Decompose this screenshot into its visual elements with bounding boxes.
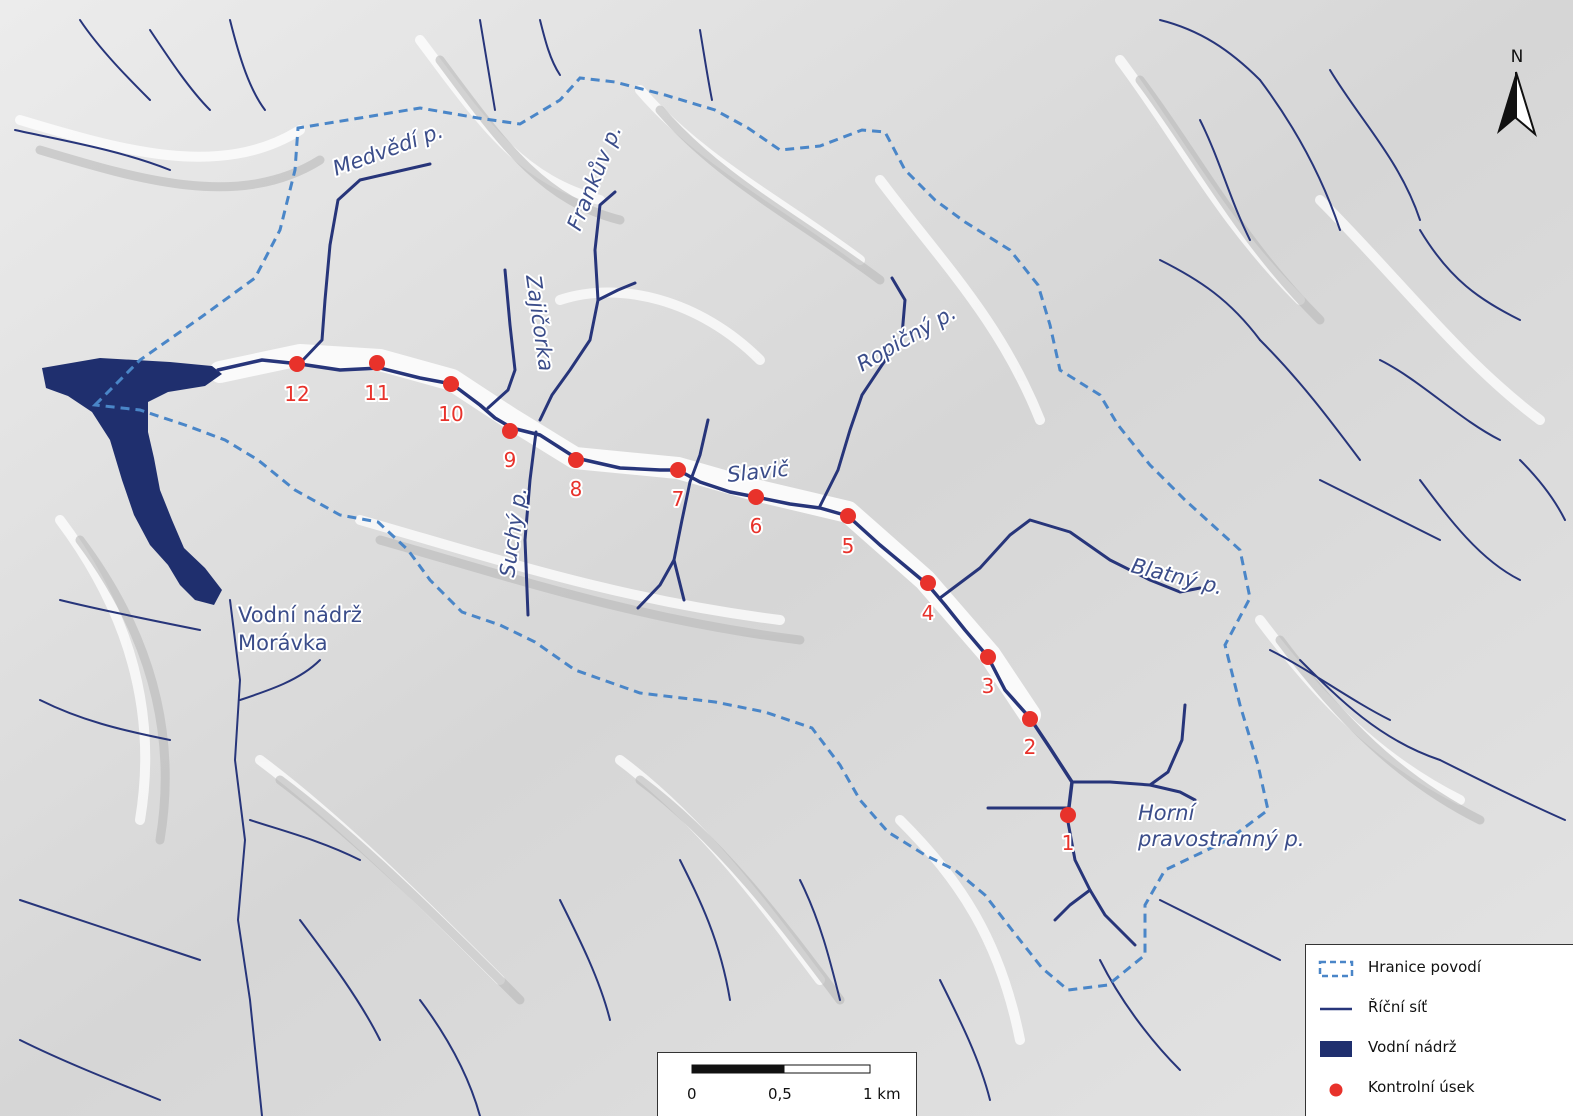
legend-label-boundary: Hranice povodí <box>1368 958 1481 976</box>
checkpoint-6[interactable] <box>748 489 764 505</box>
checkpoint-11[interactable] <box>369 355 385 371</box>
label-horni-line1: Horní <box>1138 801 1198 825</box>
checkpoint-4[interactable] <box>920 575 936 591</box>
stream-medvedi <box>301 162 432 362</box>
checkpoint-10[interactable] <box>443 376 459 392</box>
reservoir-moravka <box>42 358 222 605</box>
checkpoint-2[interactable] <box>1022 711 1038 727</box>
river-network-catchment <box>301 162 1202 947</box>
checkpoint-label-7: 7 <box>672 487 685 511</box>
stream-zajicorka <box>486 268 517 410</box>
label-reservoir-line1: Vodní nádrž <box>238 603 362 627</box>
checkpoint-12[interactable] <box>289 356 305 372</box>
stream-7-branch <box>672 558 686 602</box>
checkpoint-label-11: 11 <box>364 381 389 405</box>
stream-7-upper <box>688 418 710 484</box>
stream-upper-1-spur <box>1053 888 1092 922</box>
checkpoint-label-3: 3 <box>982 674 995 698</box>
legend-item-checkpoint: Kontrolní úsek <box>1306 1073 1573 1103</box>
reservoir-label: Vodní nádrž Morávka <box>236 601 364 657</box>
scale-bar-graphic <box>691 1064 871 1074</box>
map-legend: Hranice povodí Říční síť Vodní nádrž Kon… <box>1305 944 1573 1116</box>
stream-horni-branch <box>1148 783 1197 802</box>
scale-bar: 0 0,5 1 km <box>657 1052 917 1116</box>
checkpoint-8[interactable] <box>568 452 584 468</box>
legend-item-boundary: Hranice povodí <box>1306 953 1573 983</box>
river-network-background <box>14 19 1566 1116</box>
north-arrow-icon: N <box>1493 44 1539 140</box>
scale-label-0: 0 <box>687 1085 697 1103</box>
label-reservoir-line2: Morávka <box>238 631 328 655</box>
stream-suchy <box>523 430 538 617</box>
checkpoint-label-4: 4 <box>922 601 935 625</box>
checkpoint-label-1: 1 <box>1062 831 1075 855</box>
checkpoint-7[interactable] <box>670 462 686 478</box>
legend-label-checkpoint: Kontrolní úsek <box>1368 1078 1475 1096</box>
checkpoint-label-10: 10 <box>438 402 463 426</box>
checkpoint-5[interactable] <box>840 508 856 524</box>
stream-blatny <box>938 518 1202 600</box>
checkpoint-symbol-icon <box>1329 1083 1343 1097</box>
stream-frankuv-branch <box>596 281 637 302</box>
boundary-symbol-icon <box>1318 960 1354 978</box>
checkpoint-1[interactable] <box>1060 807 1076 823</box>
checkpoint-label-6: 6 <box>750 514 763 538</box>
checkpoint-labels: 1 2 3 4 5 6 7 8 9 10 11 12 <box>282 379 1076 857</box>
checkpoint-label-9: 9 <box>504 448 517 472</box>
stream-frankuv <box>538 190 617 422</box>
north-label: N <box>1511 47 1524 67</box>
scale-label-half: 0,5 <box>768 1085 792 1103</box>
legend-item-river: Říční síť <box>1306 993 1573 1023</box>
checkpoint-3[interactable] <box>980 649 996 665</box>
legend-item-reservoir: Vodní nádrž <box>1306 1033 1573 1063</box>
north-arrow-graphic: N <box>1497 47 1537 137</box>
checkpoint-9[interactable] <box>502 423 518 439</box>
checkpoint-label-2: 2 <box>1024 735 1037 759</box>
catchment-boundary <box>91 76 1270 992</box>
river-symbol-icon <box>1320 1007 1352 1011</box>
checkpoint-label-12: 12 <box>284 382 309 406</box>
checkpoint-markers <box>289 355 1076 823</box>
checkpoint-label-5: 5 <box>842 534 855 558</box>
label-horni-line2: pravostranný p. <box>1137 827 1305 851</box>
stream-horni <box>1070 703 1187 787</box>
scale-label-1km: 1 km <box>863 1085 901 1103</box>
checkpoint-label-8: 8 <box>570 477 583 501</box>
legend-label-river: Říční síť <box>1368 998 1428 1016</box>
legend-label-reservoir: Vodní nádrž <box>1368 1038 1457 1056</box>
stream-ropicny <box>818 276 907 508</box>
reservoir-symbol-icon <box>1320 1041 1352 1057</box>
